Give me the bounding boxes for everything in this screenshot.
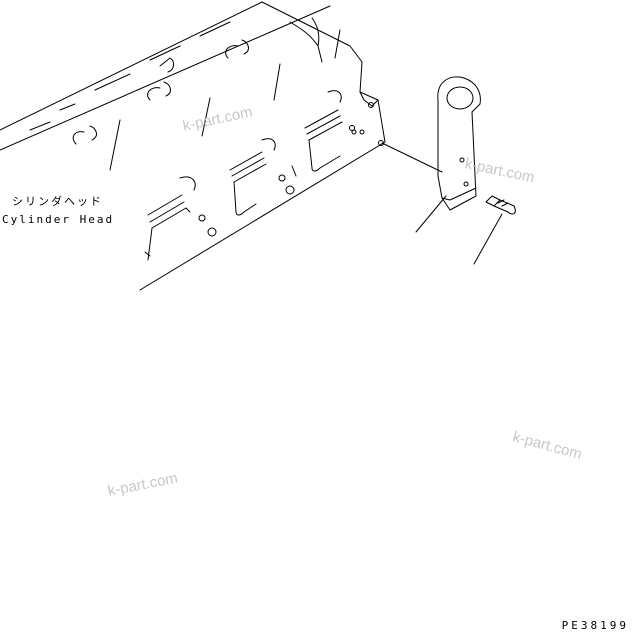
part-label-english: Cylinder Head — [2, 213, 115, 226]
drawing-code: PE38199 — [561, 619, 629, 632]
flange-bolt — [473, 195, 516, 265]
cylinder-head — [0, 1, 386, 291]
part-label-japanese: シリンダヘッド — [12, 195, 103, 208]
assembly-leader-line — [381, 142, 443, 173]
lifting-bracket — [415, 76, 481, 233]
